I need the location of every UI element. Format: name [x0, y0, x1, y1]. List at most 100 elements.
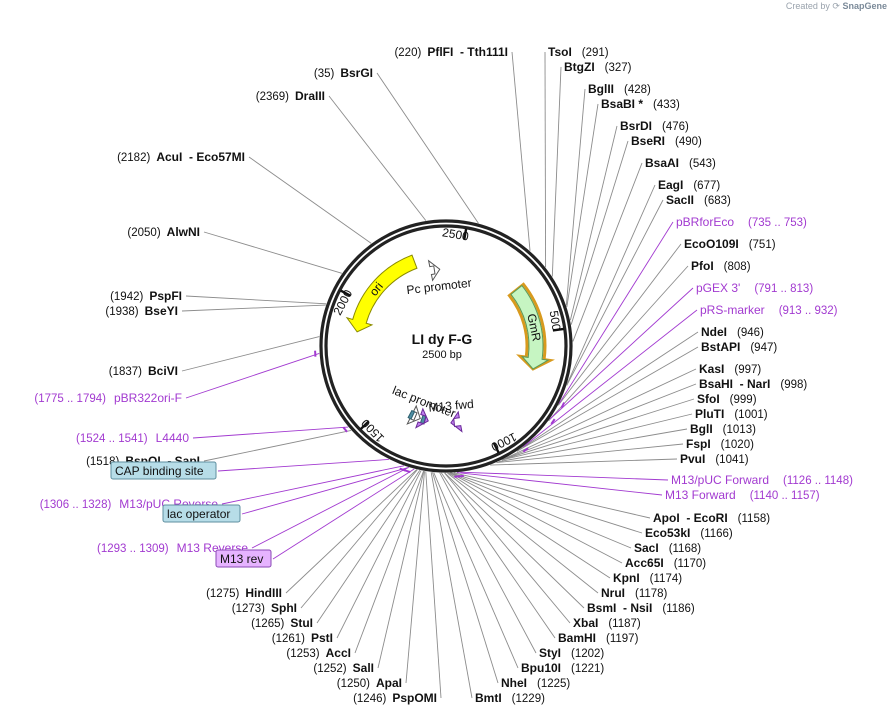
site-position: (1166) — [700, 528, 733, 540]
site-position: (490) — [675, 136, 702, 148]
plasmid-backbone — [319, 219, 573, 473]
site-name: PspOMI — [392, 691, 437, 705]
credit-prefix: Created by — [785, 1, 830, 11]
site-leader — [354, 470, 424, 654]
site-ecoo109i: EcoO109I(751) — [684, 237, 776, 251]
site-position: (1261) — [272, 633, 305, 645]
site-bgli: BglI (1013) — [690, 422, 756, 436]
ruler-tick-label: 2500 — [441, 225, 470, 243]
site-leader — [439, 472, 537, 654]
site-position: (751) — [749, 239, 776, 251]
plasmid-name: LI dy F-G — [412, 331, 473, 347]
site-leader — [502, 383, 697, 461]
site-name: FspI — [686, 437, 711, 451]
site-position: (291) — [582, 47, 609, 59]
ruler-tick — [463, 228, 468, 240]
site-name: PfoI — [691, 259, 714, 273]
site-sacii: SacII(683) — [666, 193, 731, 207]
site-position: (1221) — [571, 663, 604, 675]
site-leader — [447, 472, 599, 594]
site-pfoi: PfoI(808) — [691, 259, 751, 273]
site-leader — [185, 295, 327, 305]
site-leader — [449, 472, 623, 564]
site-leader — [425, 471, 442, 699]
site-position: (1197) — [606, 633, 639, 645]
site-position: (476) — [662, 121, 689, 133]
site-position: (1202) — [571, 648, 604, 660]
site-name: Bpu10I — [521, 661, 561, 675]
primer-name: M13/pUC Forward — [671, 473, 769, 487]
site-sali: SalI(1252) — [313, 661, 374, 675]
leader-lines — [181, 51, 699, 699]
primer-name: L4440 — [156, 431, 190, 445]
site-name: BseYI — [145, 304, 178, 318]
primer-pbrforeco: pBRforEco(735 .. 753) — [676, 215, 807, 229]
site-leader — [502, 368, 697, 460]
site-position: (1041) — [715, 454, 748, 466]
site-styi: StyI(1202) — [539, 646, 604, 660]
site-position: (1225) — [537, 678, 570, 690]
site-leader — [203, 231, 343, 274]
site-name: BglI — [690, 422, 713, 436]
site-psti: PstI(1261) — [272, 631, 333, 645]
site-leader — [376, 72, 479, 224]
site-name: NdeI — [701, 325, 727, 339]
site-bsabi: BsaBI *(433) — [601, 97, 680, 111]
box-m13-rev: M13 rev — [215, 549, 272, 568]
primer-mark — [522, 447, 529, 453]
site-leader — [548, 265, 689, 422]
site-leader — [496, 443, 684, 464]
site-apai: ApaI(1250) — [337, 676, 402, 690]
primer-leader — [192, 426, 349, 439]
snapgene-logo-icon: ⟳ — [832, 1, 840, 11]
site-bstapi: BstAPI(947) — [701, 340, 777, 354]
site-name: PflFI - Tth111I — [427, 45, 508, 59]
site-eco53ki: Eco53kI(1166) — [645, 526, 733, 540]
site-leader — [316, 470, 421, 624]
site-position: (1250) — [337, 678, 370, 690]
site-eagi: EagI(677) — [658, 178, 720, 192]
site-fspi: FspI(1020) — [686, 437, 754, 451]
site-bseri: BseRI (490) — [631, 134, 702, 148]
feature-box — [162, 504, 241, 523]
site-position: (999) — [730, 394, 757, 406]
site-position: (1253) — [286, 648, 319, 660]
primer-pbr322ori-f: pBR322ori-F(1775 .. 1794) — [34, 391, 182, 405]
pc-promoter-arc — [427, 259, 441, 282]
pc-promoter-label: Pc promoter — [406, 276, 473, 298]
site-leader — [570, 140, 629, 325]
site-bsaai: BsaAI(543) — [645, 156, 716, 170]
site-name: BsmI - NsiI — [587, 601, 652, 615]
site-sphi: SphI(1273) — [232, 601, 297, 615]
site-name: BsaHI - NarI — [699, 377, 770, 391]
primer-mark — [560, 402, 566, 409]
site-bsmi-nsii: BsmI - NsiI(1186) — [587, 601, 695, 615]
site-position: (1837) — [109, 366, 142, 378]
site-acci: AccI (1253) — [286, 646, 351, 660]
site-nhei: NheI(1225) — [501, 676, 570, 690]
credit: Created by ⟳ SnapGene — [786, 1, 887, 12]
credit-brand: SnapGene — [842, 1, 887, 11]
site-position: (1001) — [734, 409, 767, 421]
primer-l4440: L4440(1524 .. 1541) — [76, 431, 189, 445]
site-hindiii: HindIII(1275) — [206, 586, 282, 600]
primer-leader — [523, 309, 698, 448]
site-name: BmtI — [475, 691, 502, 705]
primer-range: (791 .. 813) — [754, 283, 813, 295]
primer-leader — [251, 466, 409, 549]
site-acui-eco57mi: AcuI - Eco57MI(2182) — [117, 150, 245, 164]
site-name: BglII — [588, 82, 614, 96]
site-leader — [328, 95, 427, 221]
ori-arc — [345, 254, 418, 333]
site-pflfi-tth111i: PflFI - Tth111I(220) — [394, 45, 508, 59]
site-name: AccI — [326, 646, 351, 660]
site-position: (1252) — [313, 663, 346, 675]
primer-name: pGEX 3' — [696, 281, 740, 295]
site-bsahi-nari: BsaHI - NarI(998) — [699, 377, 807, 391]
site-position: (997) — [734, 364, 761, 376]
site-name: BseRI — [631, 134, 665, 148]
site-name: BsrGI — [340, 66, 373, 80]
site-leader — [377, 470, 425, 669]
site-name: BtgZI — [564, 60, 595, 74]
site-position: (1013) — [723, 424, 756, 436]
